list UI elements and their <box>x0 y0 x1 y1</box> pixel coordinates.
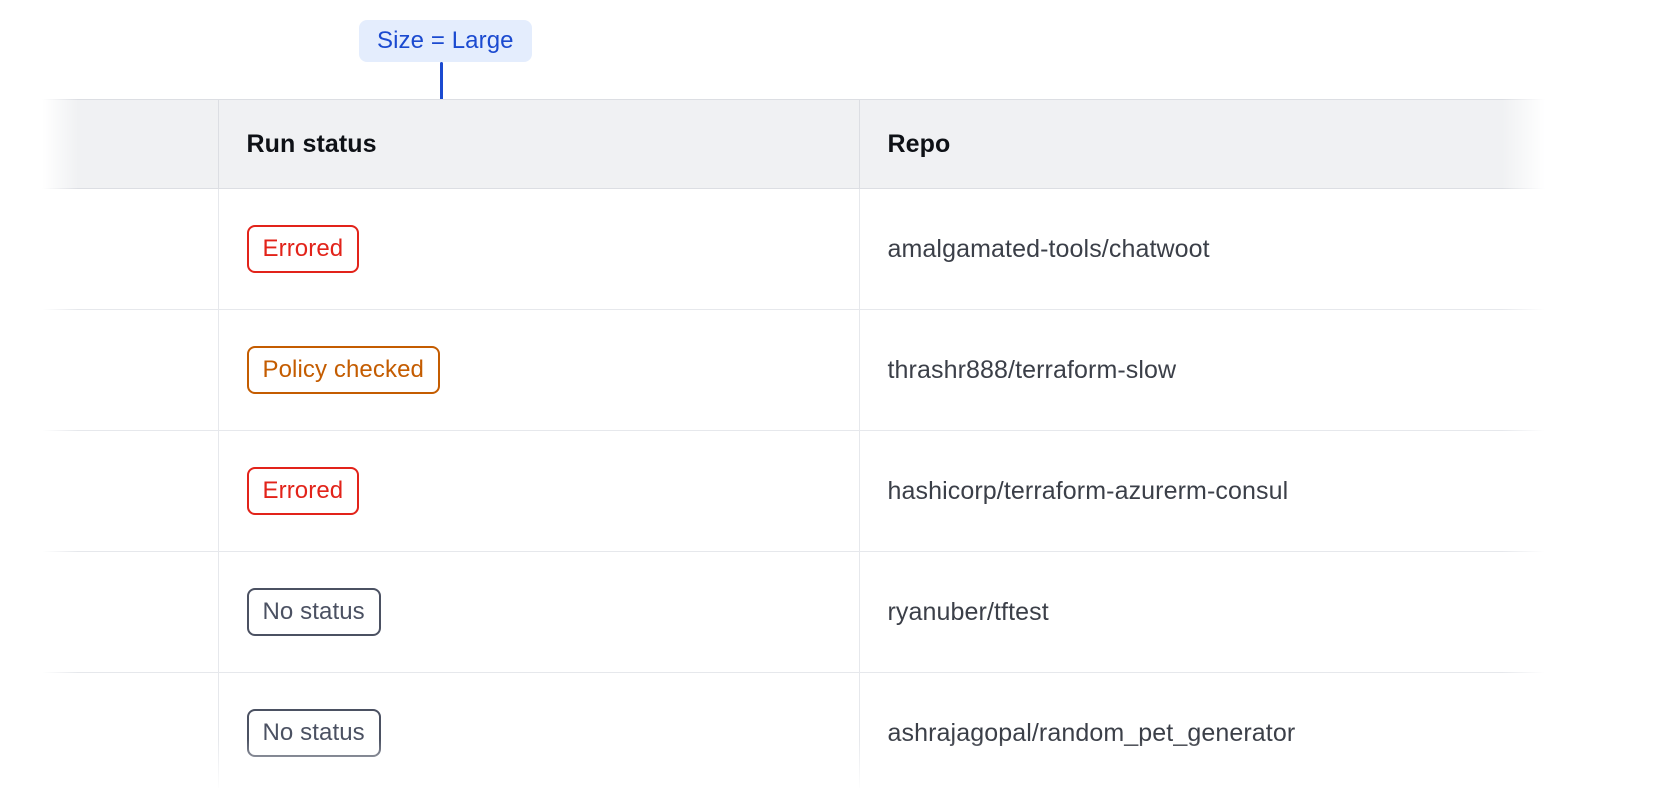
size-annotation-badge: Size = Large <box>359 20 532 62</box>
table-row[interactable]: Errored amalgamated-tools/chatwoot <box>0 188 1672 310</box>
runs-table-header: Run status Repo <box>0 99 1672 189</box>
status-badge[interactable]: Policy checked <box>246 346 440 394</box>
row-status-cell: No status <box>218 672 860 788</box>
size-annotation-label: Size = Large <box>377 27 514 54</box>
row-status-cell: No status <box>218 551 860 673</box>
row-extra-cell <box>1600 551 1672 673</box>
table-row[interactable]: Policy checked thrashr888/terraform-slow <box>0 309 1672 431</box>
row-select-cell[interactable] <box>0 188 219 310</box>
column-header-extra[interactable] <box>1600 99 1672 189</box>
row-extra-cell <box>1600 309 1672 431</box>
column-header-select[interactable] <box>0 99 219 189</box>
row-repo-cell[interactable]: thrashr888/terraform-slow <box>859 309 1601 431</box>
status-badge[interactable]: Errored <box>246 225 360 273</box>
row-extra-cell <box>1600 188 1672 310</box>
row-select-cell[interactable] <box>0 309 219 431</box>
column-header-repo[interactable]: Repo <box>859 99 1601 189</box>
runs-table-body: Errored amalgamated-tools/chatwoot Polic… <box>0 188 1672 788</box>
column-header-run-status[interactable]: Run status <box>218 99 860 189</box>
runs-table: Run status Repo Errored amalgamated-tool… <box>0 99 1672 788</box>
row-repo-cell[interactable]: hashicorp/terraform-azurerm-consul <box>859 430 1601 552</box>
header-row: Run status Repo <box>0 99 1672 189</box>
status-badge[interactable]: No status <box>246 709 381 757</box>
row-repo-cell[interactable]: amalgamated-tools/chatwoot <box>859 188 1601 310</box>
runs-table-container: Run status Repo Errored amalgamated-tool… <box>0 99 1672 788</box>
row-extra-cell <box>1600 430 1672 552</box>
table-row[interactable]: Errored hashicorp/terraform-azurerm-cons… <box>0 430 1672 552</box>
row-status-cell: Errored <box>218 430 860 552</box>
row-status-cell: Policy checked <box>218 309 860 431</box>
row-status-cell: Errored <box>218 188 860 310</box>
status-badge[interactable]: No status <box>246 588 381 636</box>
table-row[interactable]: No status ryanuber/tftest <box>0 551 1672 673</box>
row-repo-cell[interactable]: ryanuber/tftest <box>859 551 1601 673</box>
status-badge[interactable]: Errored <box>246 467 360 515</box>
row-select-cell[interactable] <box>0 430 219 552</box>
table-row[interactable]: No status ashrajagopal/random_pet_genera… <box>0 672 1672 788</box>
row-extra-cell <box>1600 672 1672 788</box>
row-repo-cell[interactable]: ashrajagopal/random_pet_generator <box>859 672 1601 788</box>
row-select-cell[interactable] <box>0 672 219 788</box>
row-select-cell[interactable] <box>0 551 219 673</box>
